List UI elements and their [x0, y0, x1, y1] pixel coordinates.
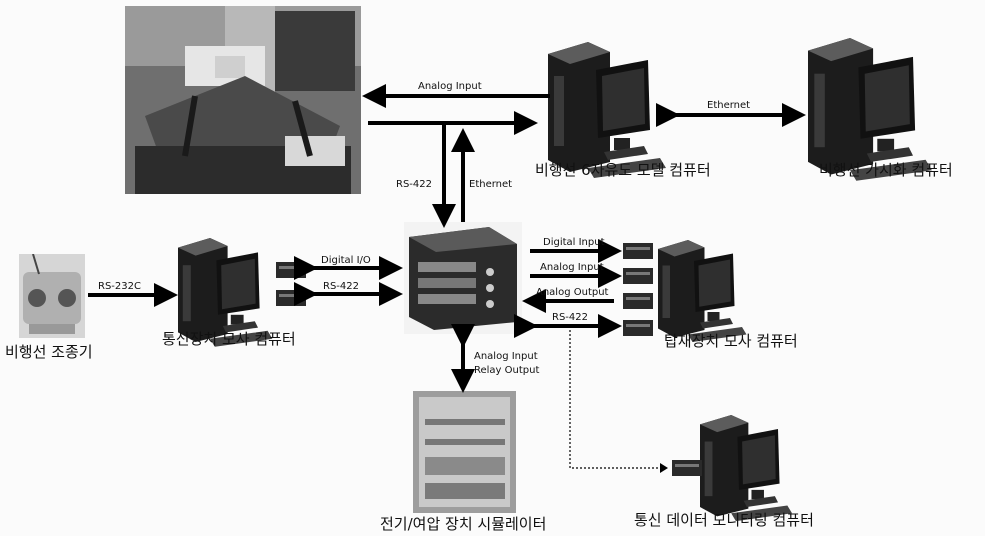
label-ethernet-vertical: Ethernet [469, 180, 512, 190]
label-digital-input: Digital Input [543, 238, 605, 248]
label-analog-output: Analog Output [536, 288, 608, 298]
dotted-monitor-link [570, 326, 660, 468]
label-vis-pc: 비행선 가시화 컴퓨터 [819, 163, 953, 178]
label-analog-input-right: Analog Input [540, 263, 604, 273]
label-analog-input-top: Analog Input [418, 82, 482, 92]
label-power-sim: 전기/여압 장치 시뮬레이터 [380, 517, 546, 532]
label-rs232c: RS-232C [98, 282, 141, 292]
label-payload-sim-pc: 탑재장치 모사 컴퓨터 [664, 334, 798, 349]
label-rs422-left: RS-422 [323, 282, 359, 292]
label-analog-input-bottom: Analog Input [474, 352, 538, 362]
label-controller: 비행선 조종기 [5, 345, 93, 360]
label-rs422-vertical: RS-422 [396, 180, 432, 190]
label-comm-monitor-pc: 통신 데이터 모니터링 컴퓨터 [634, 513, 814, 528]
label-digital-io: Digital I/O [321, 256, 371, 266]
label-comm-sim-pc: 통신장치 모사 컴퓨터 [162, 332, 296, 347]
label-rs422-right: RS-422 [552, 313, 588, 323]
label-ethernet-top: Ethernet [707, 101, 750, 111]
label-relay-output: Relay Output [474, 366, 539, 376]
label-6dof-pc: 비행선 6자유도 모델 컴퓨터 [535, 163, 711, 178]
